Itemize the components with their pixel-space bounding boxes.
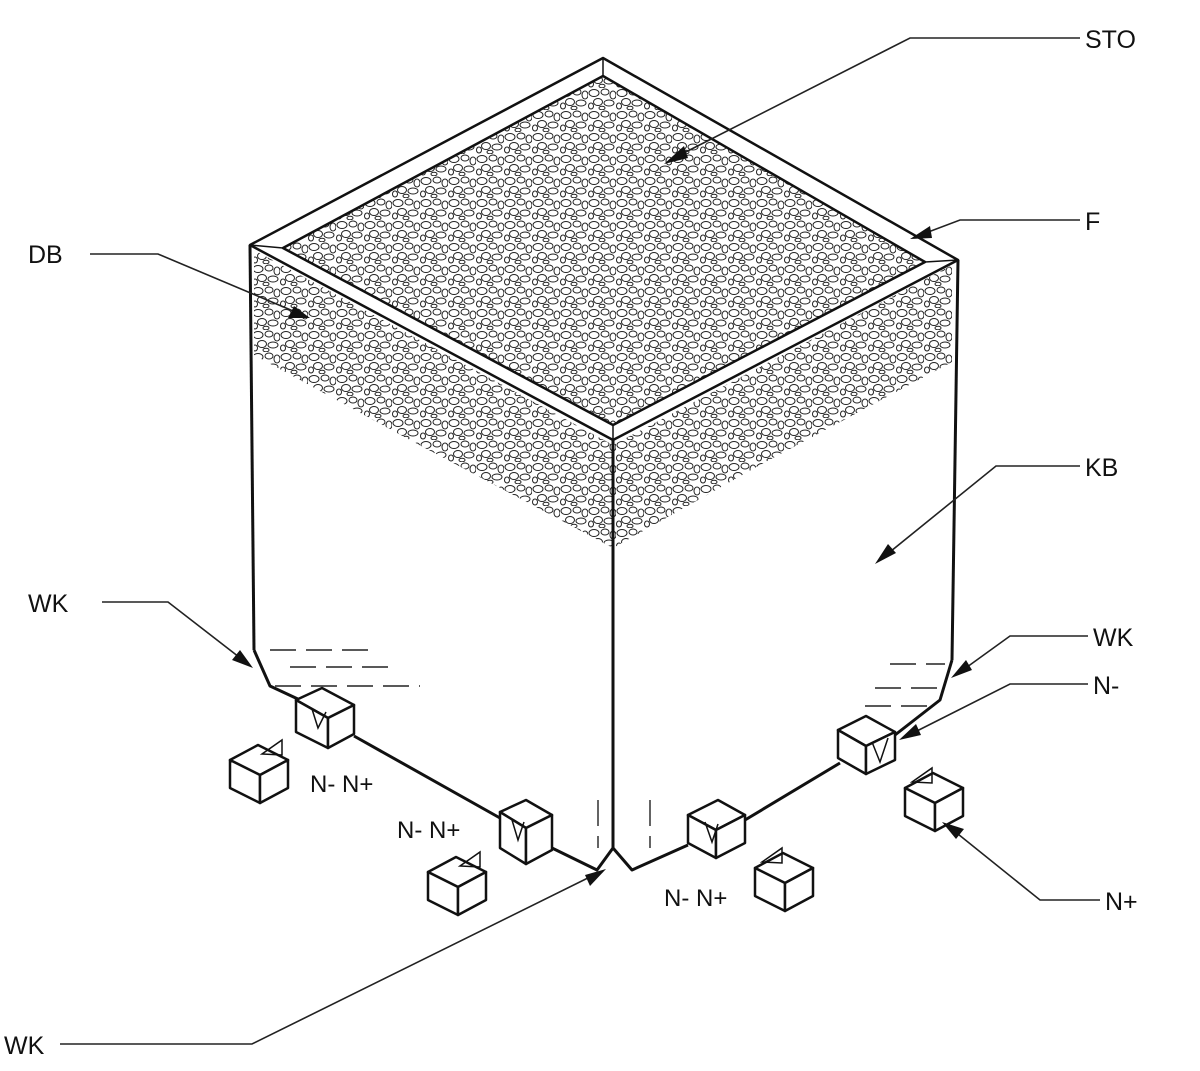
label-sto: STO bbox=[1085, 26, 1136, 54]
label-f: F bbox=[1085, 208, 1100, 236]
filling-right bbox=[613, 265, 952, 548]
label-pair-left: N- N+ bbox=[310, 771, 373, 798]
cube-front bbox=[753, 846, 815, 913]
label-wk-right: WK bbox=[1093, 624, 1134, 652]
cube-right bbox=[903, 766, 965, 833]
notched-block-left bbox=[294, 686, 356, 750]
leader-n-minus bbox=[899, 683, 1088, 740]
leader-db bbox=[90, 253, 310, 318]
label-db: DB bbox=[28, 241, 63, 269]
leader-sto bbox=[664, 37, 1080, 164]
leader-wk-right bbox=[951, 635, 1088, 678]
label-pair-mid: N- N+ bbox=[397, 817, 460, 844]
label-wk-left: WK bbox=[28, 590, 69, 618]
notched-block-right bbox=[836, 714, 897, 776]
leader-n-plus bbox=[942, 822, 1100, 901]
leader-wk-bottom bbox=[60, 869, 606, 1045]
leader-f bbox=[910, 219, 1080, 239]
cube-left bbox=[228, 738, 290, 805]
label-wk-bottom: WK bbox=[4, 1032, 45, 1060]
label-n-plus: N+ bbox=[1105, 888, 1138, 916]
label-n-minus: N- bbox=[1093, 672, 1119, 700]
leader-wk-left bbox=[102, 601, 253, 668]
left-edge bbox=[248, 244, 256, 651]
label-kb: KB bbox=[1085, 454, 1118, 482]
notched-block-front bbox=[686, 798, 747, 860]
right-edge bbox=[950, 259, 960, 661]
db-filling-left bbox=[254, 250, 613, 548]
cube-mid bbox=[426, 850, 488, 917]
notched-block-mid bbox=[498, 798, 554, 866]
label-pair-front: N- N+ bbox=[664, 885, 727, 912]
leader-kb bbox=[875, 465, 1080, 564]
